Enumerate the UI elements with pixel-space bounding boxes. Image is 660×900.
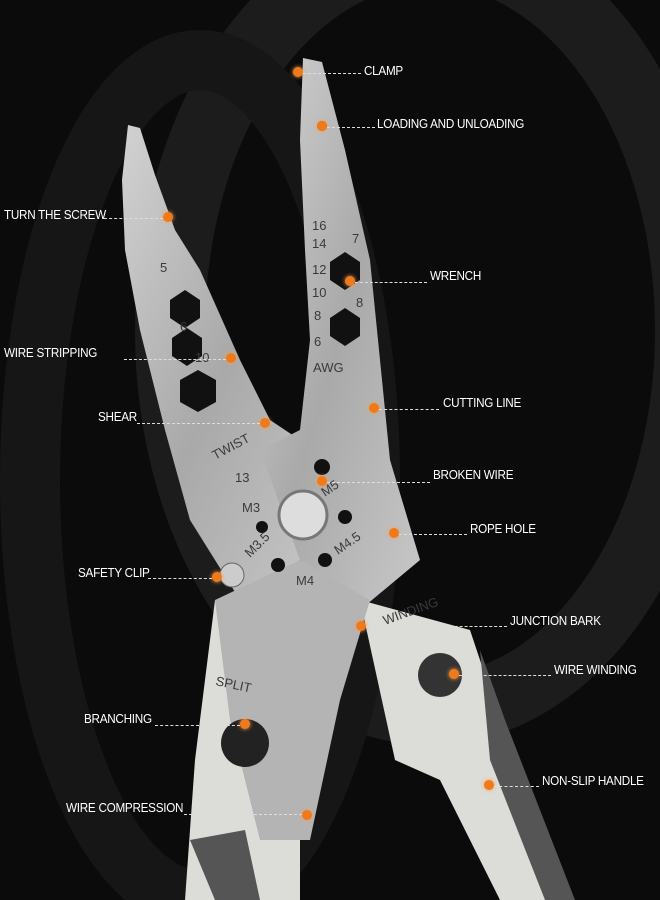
branching-hole [221,719,269,767]
leader-line [327,482,430,483]
leader-line [137,423,260,424]
engraving: 6 [314,334,321,349]
callout-dot [356,621,366,631]
callout-label: WRENCH [430,268,482,283]
lower-body [215,560,370,840]
leader-line [494,786,539,787]
engraving: 7 [352,231,359,246]
callout-label: BRANCHING [84,711,152,726]
callout-label: LOADING AND UNLOADING [377,116,525,131]
leader-line [379,409,439,410]
leader-line [155,725,240,726]
engraving: 16 [312,218,326,233]
callout-label: ROPE HOLE [470,521,536,536]
leader-line [327,127,375,128]
callout-dot [260,418,270,428]
callout-label: SHEAR [98,409,137,424]
engraving: 6 [180,319,187,334]
engraving: SPLIT [214,673,253,695]
callout-label: WIRE COMPRESSION [66,800,184,815]
engraving: 10 [195,350,209,365]
callout-dot [163,212,173,222]
pivot-bolt [277,489,329,541]
left-grip [190,830,260,900]
callout-dot [449,669,459,679]
leader-line [366,626,507,627]
safety-clip [219,562,245,588]
leader-line [148,578,212,579]
leader-line [184,814,302,815]
leader-line [355,282,427,283]
right-handle [360,600,560,900]
callout-dot [317,121,327,131]
callout-label: CUTTING LINE [443,395,522,410]
engraving: 8 [356,295,363,310]
callout-dot [369,403,379,413]
callout-dot [302,810,312,820]
engraving: AWG [313,360,344,375]
engraving: 8 [314,308,321,323]
engraving: M4 [296,573,314,588]
leader-line [104,218,163,219]
winding-hole [418,653,462,697]
leader-line [124,359,226,360]
callout-label: SAFETY CLIP [78,565,150,580]
callout-label: TURN THE SCREW [4,207,106,222]
engraving: M3 [242,500,260,515]
callout-dot [317,476,327,486]
callout-label: WIRE STRIPPING [4,345,98,360]
leader-line [303,73,361,74]
callout-label: WIRE WINDING [554,662,637,677]
engraving: 12 [312,262,326,277]
leader-line [399,534,467,535]
callout-label: CLAMP [364,63,403,78]
engraving: 14 [312,236,326,251]
leader-line [459,675,551,676]
callout-dot [293,67,303,77]
callout-dot [226,353,236,363]
engraving: 13 [235,470,249,485]
engraving: 10 [312,285,326,300]
callout-dot [389,528,399,538]
callout-dot [212,572,222,582]
engraving: 5 [160,260,167,275]
callout-label: NON-SLIP HANDLE [542,773,644,788]
callout-dot [345,276,355,286]
callout-dot [484,780,494,790]
callout-label: BROKEN WIRE [433,467,514,482]
callout-dot [240,719,250,729]
callout-label: JUNCTION BARK [510,613,601,628]
right-grip [480,650,575,900]
